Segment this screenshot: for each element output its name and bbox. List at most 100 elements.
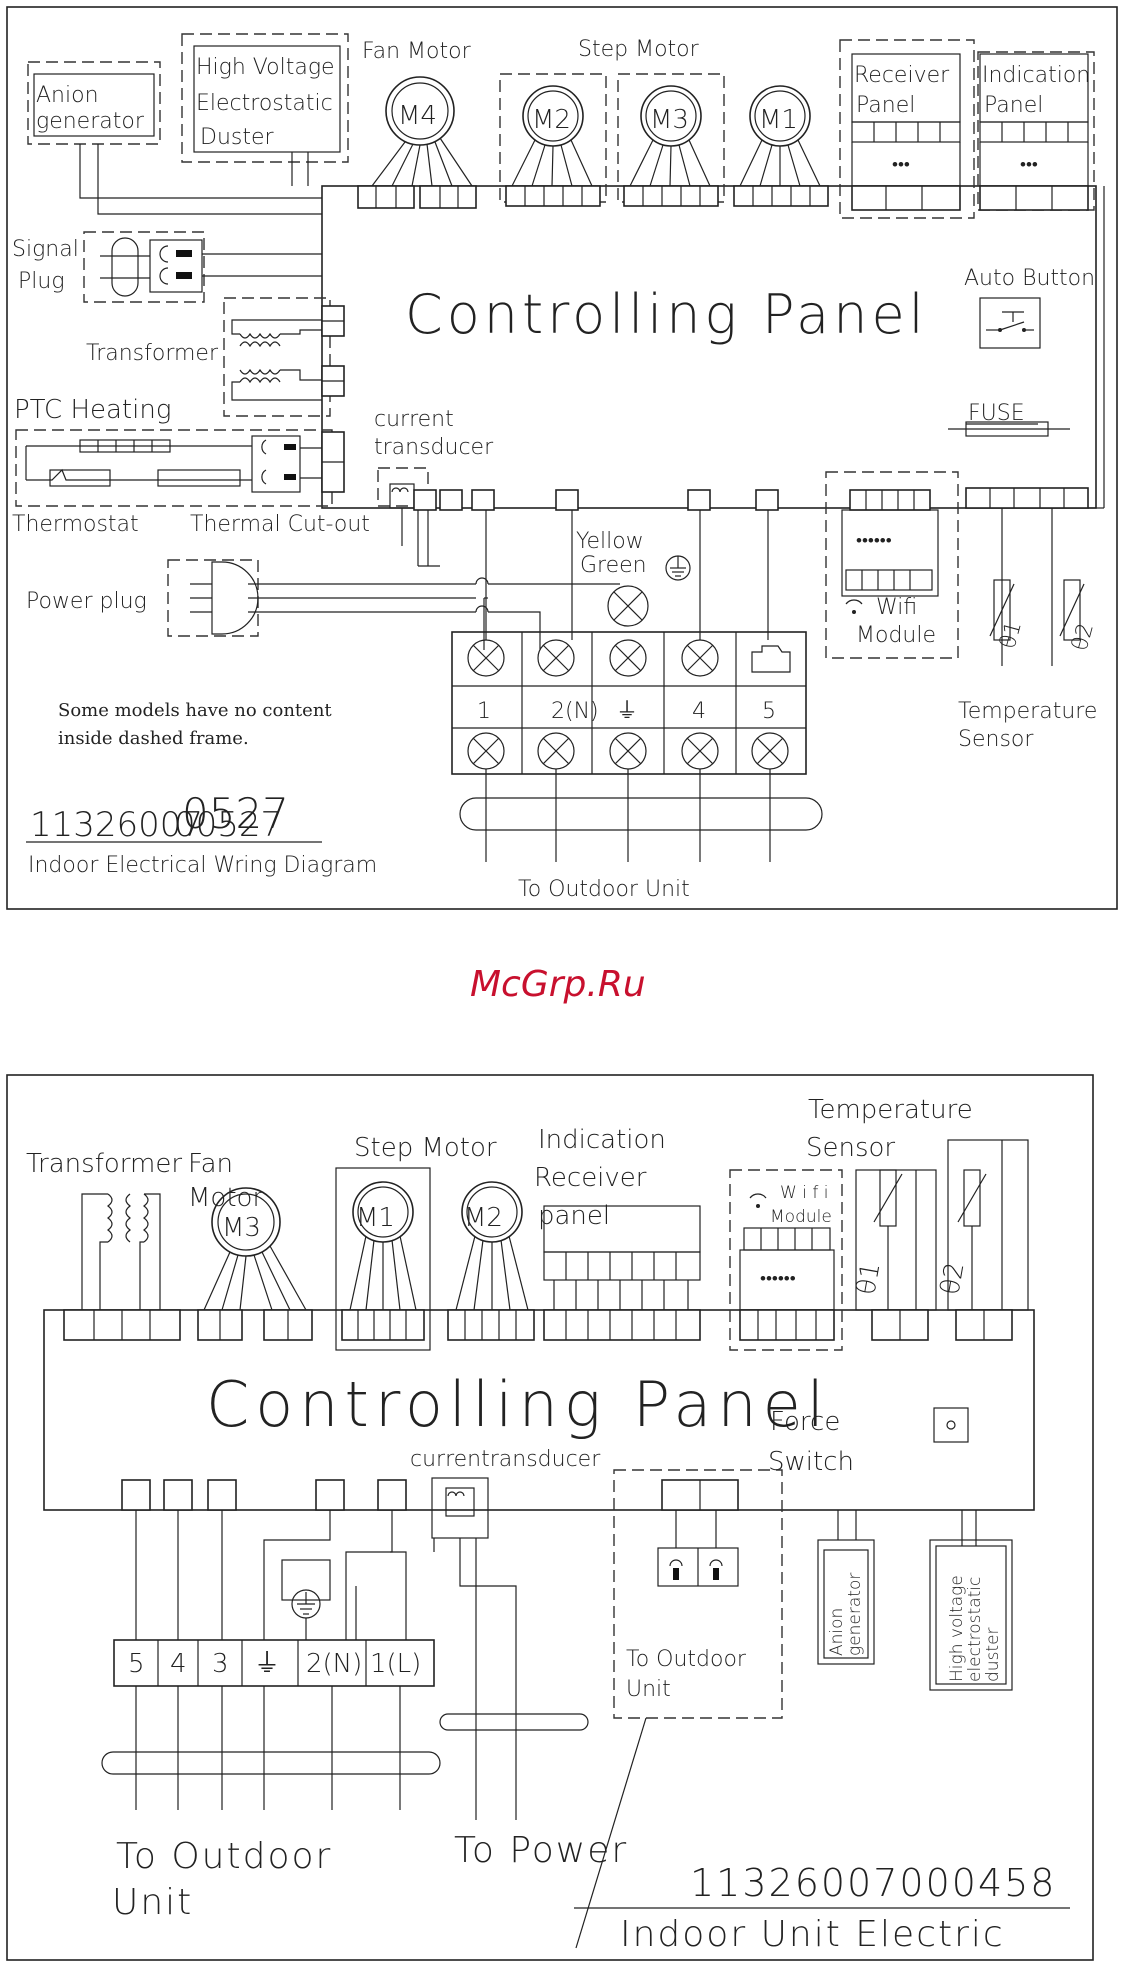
wifi-frame-1 (825, 471, 959, 659)
to-outdoor-label-1: To Outdoor Unit (518, 877, 690, 902)
hv-label-2: Electrostatic (196, 91, 333, 116)
controlling-panel-2 (43, 1309, 1035, 1511)
terminal-1l-label-2: 1(L) (370, 1649, 421, 1679)
indication-label-1: Indication (982, 63, 1090, 88)
note-line-2: inside dashed frame. (58, 728, 249, 749)
temp-sensor-label-2: Sensor (958, 727, 1034, 752)
power-cable (439, 1713, 589, 1731)
hv-label-1: High Voltage (196, 55, 335, 80)
terminal-5-label-2: 5 (128, 1649, 145, 1679)
power-plug-label: Power plug (26, 589, 147, 614)
m3-frame (617, 73, 725, 203)
code-1c: 0527 (182, 789, 289, 838)
receiver-label-2: Panel (856, 93, 915, 118)
terminal-2n-label-2: 2(N) (306, 1649, 362, 1679)
anion-box-1 (33, 73, 155, 137)
auto-button-label: Auto Button (964, 266, 1095, 291)
terminal-3-label-2: 3 (212, 1649, 229, 1679)
terminal-1-label: 1 (477, 699, 491, 724)
wifi-label-1: Wifi (876, 595, 917, 620)
wifi-frame-2 (729, 1169, 843, 1351)
to-outdoor-label-2: To Outdoor (116, 1836, 332, 1877)
code-2: 11326007000458 (690, 1861, 1056, 1905)
anion-label-2: generator (36, 109, 145, 134)
to-outdoor-small-2: Unit (626, 1677, 671, 1702)
terminal-ground-label-2: ⏚ (254, 1649, 280, 1679)
code-1a: 11326007 (30, 805, 203, 845)
hv-label-3: Duster (200, 125, 275, 150)
m4-label: M4 (398, 101, 437, 131)
ptc-frame (15, 429, 333, 507)
wifi-label-4: Module (770, 1207, 832, 1227)
terminal-4-label: 4 (692, 699, 706, 724)
receiver-frame (839, 39, 975, 219)
anion-label-1: Anion (36, 83, 99, 108)
force-switch-label-1: Force (770, 1407, 840, 1437)
temp-sensor-label-4: Sensor (806, 1133, 895, 1163)
signal-label-1: Signal (12, 237, 79, 262)
step-motor-label-2: Step Motor (354, 1133, 497, 1163)
panel-1-bottom-connectors (413, 489, 779, 511)
theta1-label-1: θ1 (996, 619, 1027, 652)
outdoor-cable-2 (101, 1751, 441, 1775)
hv-label-5: electrostatic (965, 1577, 985, 1682)
hv-box-1 (193, 45, 341, 153)
power-plug (211, 561, 259, 635)
m2-label-1: M2 (532, 105, 571, 135)
current-transducer-label-3: currentransducer (410, 1447, 601, 1472)
wifi-dots-1: •••••• (856, 531, 892, 551)
yellow-label: Yellow (576, 529, 644, 554)
current-transducer-label-1: current (374, 407, 454, 432)
watermark: McGrp.Ru (470, 964, 646, 1005)
sensor-1 (993, 579, 1011, 641)
m2-frame (499, 73, 607, 203)
m3-label-1: M3 (650, 105, 689, 135)
signal-plug-connector (111, 237, 139, 297)
indication-ellipsis: ••• (1020, 155, 1038, 175)
ptc-heating-label: PTC Heating (14, 395, 171, 425)
fan-label-2: Fan (188, 1149, 233, 1179)
wifi-dots-2: •••••• (760, 1269, 796, 1289)
terminal-block-2 (113, 1639, 435, 1687)
theta2-label-1: θ2 (1068, 621, 1099, 654)
anion-box-2 (823, 1549, 869, 1659)
panel-2-bottom-connectors (121, 1479, 739, 1511)
controlling-panel-2-label: Controlling Panel (206, 1368, 830, 1441)
diagram-2-frame (6, 1074, 1094, 1961)
transformer-label-2: Transformer (26, 1149, 182, 1179)
temp-sensor-label-1: Temperature (958, 699, 1097, 724)
m1-label-1: M1 (759, 105, 798, 135)
code-1b: 00527 (174, 805, 282, 845)
force-switch (933, 1407, 969, 1443)
receiver-label-3: Receiver (534, 1163, 647, 1193)
sensor-2 (1063, 579, 1081, 641)
to-power-label: To Power (454, 1830, 628, 1871)
terminal-2-label: 2(N) (551, 699, 599, 724)
m1-label-2: M1 (356, 1203, 395, 1233)
outdoor-dashed-frame (613, 1469, 783, 1719)
green-label: Green (580, 553, 647, 578)
m2-label-2: M2 (464, 1203, 503, 1233)
indication-label-2: Indication (538, 1125, 666, 1155)
signal-label-2: Plug (18, 269, 65, 294)
hv-label-6: duster (983, 1627, 1003, 1682)
force-switch-label-2: Switch (768, 1447, 854, 1477)
thermostat-label: Thermostat (12, 512, 139, 537)
transformer-label-1: Transformer (86, 341, 219, 366)
terminal-4-label-2: 4 (170, 1649, 187, 1679)
outdoor-cable-1 (459, 797, 823, 831)
step-motor-label-1: Step Motor (578, 37, 700, 62)
to-outdoor-label-3: Unit (112, 1882, 193, 1923)
wifi-label-2: Module (856, 623, 936, 648)
hv-label-4: High voltage (947, 1575, 967, 1682)
temp-sensor-label-3: Temperature (808, 1095, 973, 1125)
diagram-1-frame (6, 6, 1118, 910)
m3-label-2: M3 (222, 1213, 261, 1243)
motor-label-2: Motor (188, 1183, 263, 1213)
terminal-ground-label: ⏚ (616, 699, 638, 724)
to-outdoor-small-1: To Outdoor (626, 1647, 747, 1672)
receiver-label-1: Receiver (854, 63, 950, 88)
receiver-ellipsis: ••• (892, 155, 910, 175)
auto-button (979, 297, 1041, 349)
